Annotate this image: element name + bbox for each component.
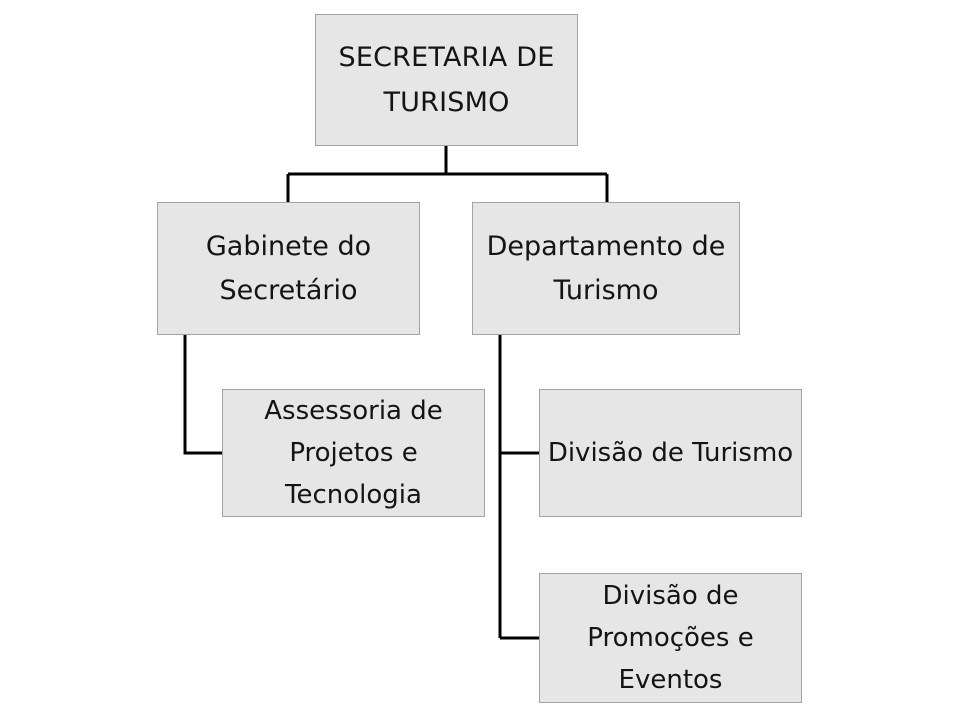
org-node-label-secretaria-de-turismo: SECRETARIA DE TURISMO: [338, 42, 555, 118]
org-node-label-departamento-de-turismo: Departamento de Turismo: [486, 230, 726, 306]
connector-edge-gabinete-assessoria: [183, 335, 222, 455]
org-node-divisao-de-turismo[interactable]: Divisão de Turismo: [539, 389, 802, 517]
org-node-label-assessoria-de-projetos-e-tecnologia: Assessoria de Projetos e Tecnologia: [264, 396, 443, 510]
org-node-label-divisao-de-promocoes-e-eventos: Divisão de Promoções e Eventos: [587, 581, 754, 695]
org-node-assessoria-de-projetos-e-tecnologia[interactable]: Assessoria de Projetos e Tecnologia: [222, 389, 485, 517]
org-node-divisao-de-promocoes-e-eventos[interactable]: Divisão de Promoções e Eventos: [539, 573, 802, 703]
org-node-label-gabinete-do-secretario: Gabinete do Secretário: [205, 230, 372, 306]
org-node-secretaria-de-turismo[interactable]: SECRETARIA DE TURISMO: [315, 14, 578, 146]
org-node-label-divisao-de-turismo: Divisão de Turismo: [547, 438, 794, 468]
org-node-gabinete-do-secretario[interactable]: Gabinete do Secretário: [157, 202, 420, 335]
org-node-departamento-de-turismo[interactable]: Departamento de Turismo: [472, 202, 740, 335]
